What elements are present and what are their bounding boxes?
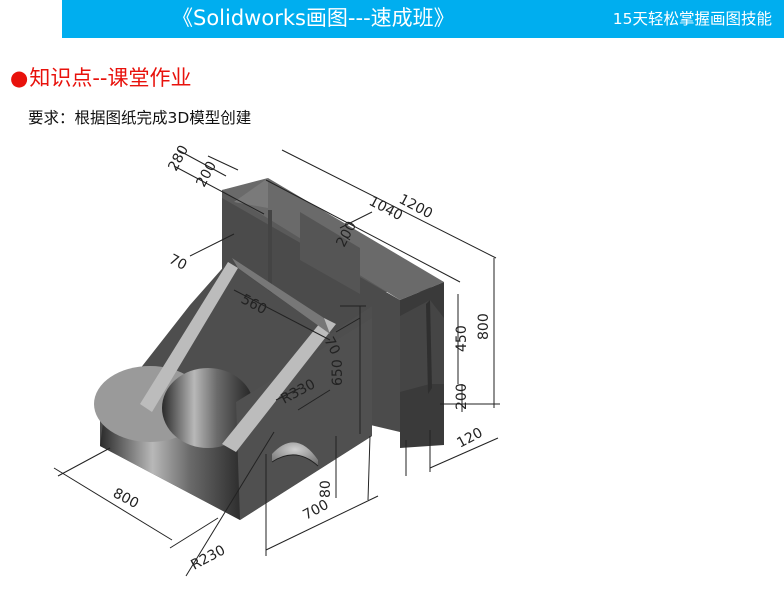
dim-700: 700 (300, 497, 331, 524)
dim-800-left: 800 (110, 485, 141, 512)
isometric-part-drawing: 280 200 1200 1040 200 70 560 70 650 R330… (53, 143, 500, 577)
dim-200-top: 200 (193, 159, 220, 190)
section-heading: ●知识点--课堂作业 (10, 63, 191, 93)
course-title: 《Solidworks画图---速成班》 (172, 6, 455, 30)
dim-450: 450 (454, 325, 470, 352)
dim-80: 80 (318, 480, 334, 498)
section-heading-text: 知识点--课堂作业 (29, 66, 192, 90)
dim-120: 120 (454, 425, 485, 452)
dim-70-right: 70 (320, 334, 342, 357)
bottom-cutout (271, 442, 319, 467)
dim-800-right: 800 (476, 313, 492, 340)
dim-650: 650 (330, 359, 346, 386)
header-bar: 《Solidworks画图---速成班》 15天轻松掌握画图技能 (62, 0, 784, 38)
dim-280: 280 (165, 143, 192, 174)
support-arms (140, 258, 336, 452)
wall-notch (400, 300, 444, 394)
dim-70-left: 70 (166, 251, 189, 273)
bullet-icon: ● (10, 66, 29, 90)
requirement-text: 要求：根据图纸完成3D模型创建 (28, 109, 252, 127)
course-subtitle: 15天轻松掌握画图技能 (612, 10, 772, 28)
dim-r230: R230 (188, 542, 228, 573)
dim-200-right: 200 (454, 383, 470, 410)
dimension-lines (53, 149, 500, 577)
